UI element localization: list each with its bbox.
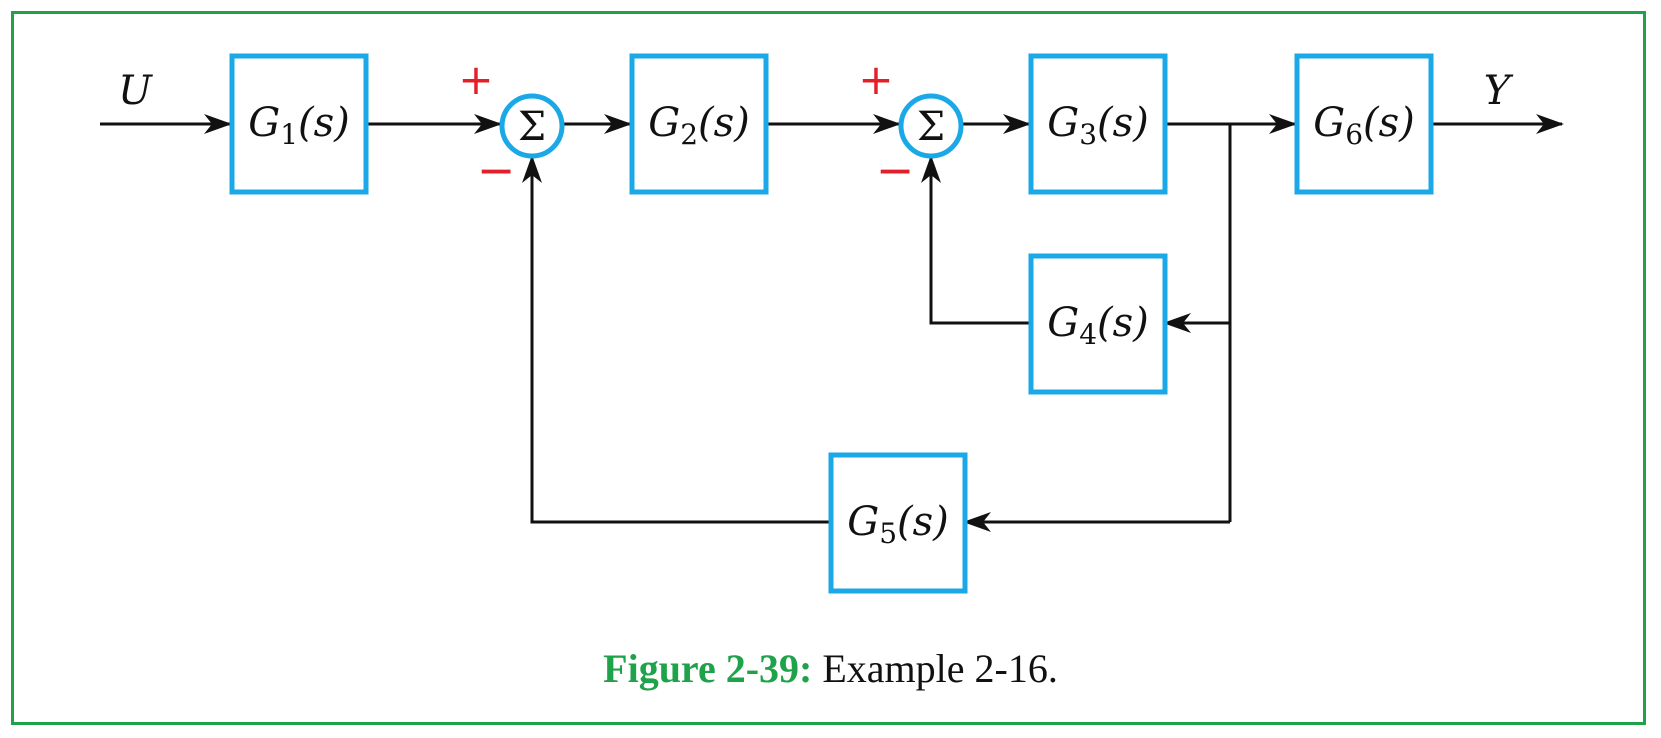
block-g2: G2(s) [629,53,769,195]
block-g6-subscript: 6 [1345,118,1363,151]
summing-junction-2: Σ + − [858,55,964,197]
g4-feedback-line [921,155,1029,325]
block-g1: G1(s) [229,53,369,195]
sum2-plus-sign: + [858,55,893,104]
block-g6: G6(s) [1294,53,1434,195]
block-g5: G5(s) [828,452,968,594]
caption-text: Example 2-16. [812,646,1058,691]
block-g5-name: G [847,499,879,545]
g5-feedback-line [522,155,830,524]
svg-text:G4(s): G4(s) [1047,300,1149,351]
block-g3-argument: (s) [1097,100,1149,146]
block-g3-name: G [1047,100,1079,146]
svg-text:G6(s): G6(s) [1313,100,1415,151]
sum1-minus-sign: − [477,143,516,197]
block-g2-argument: (s) [698,100,750,146]
caption-label: Figure 2-39: [603,646,813,691]
signal-lines [100,114,1564,532]
input-signal-label: U [118,68,153,114]
svg-text:G5(s): G5(s) [847,499,949,550]
figure-border [11,11,1646,725]
block-g4-argument: (s) [1097,300,1149,346]
sum2-minus-sign: − [876,143,915,197]
figure-caption: Figure 2-39: Example 2-16. [0,645,1661,692]
block-g6-argument: (s) [1363,100,1415,146]
block-g2-name: G [648,100,680,146]
block-g2-subscript: 2 [680,118,698,151]
sum2-symbol: Σ [917,104,945,150]
svg-text:G1(s): G1(s) [248,100,350,151]
block-g1-argument: (s) [298,100,350,146]
block-g6-name: G [1313,100,1345,146]
svg-text:G3(s): G3(s) [1047,100,1149,151]
sum1-symbol: Σ [518,104,546,150]
summing-junction-1: Σ + − [458,55,565,197]
svg-text:G2(s): G2(s) [648,100,750,151]
block-g5-argument: (s) [897,499,949,545]
block-g1-name: G [248,100,280,146]
block-g3: G3(s) [1028,53,1168,195]
output-signal-label: Y [1484,68,1514,114]
block-g3-subscript: 3 [1079,118,1097,151]
block-g4-name: G [1047,300,1079,346]
block-g4-subscript: 4 [1079,318,1097,351]
sum1-plus-sign: + [458,55,493,104]
block-g1-subscript: 1 [280,118,298,151]
block-g4: G4(s) [1028,253,1168,395]
block-g5-subscript: 5 [879,517,897,550]
